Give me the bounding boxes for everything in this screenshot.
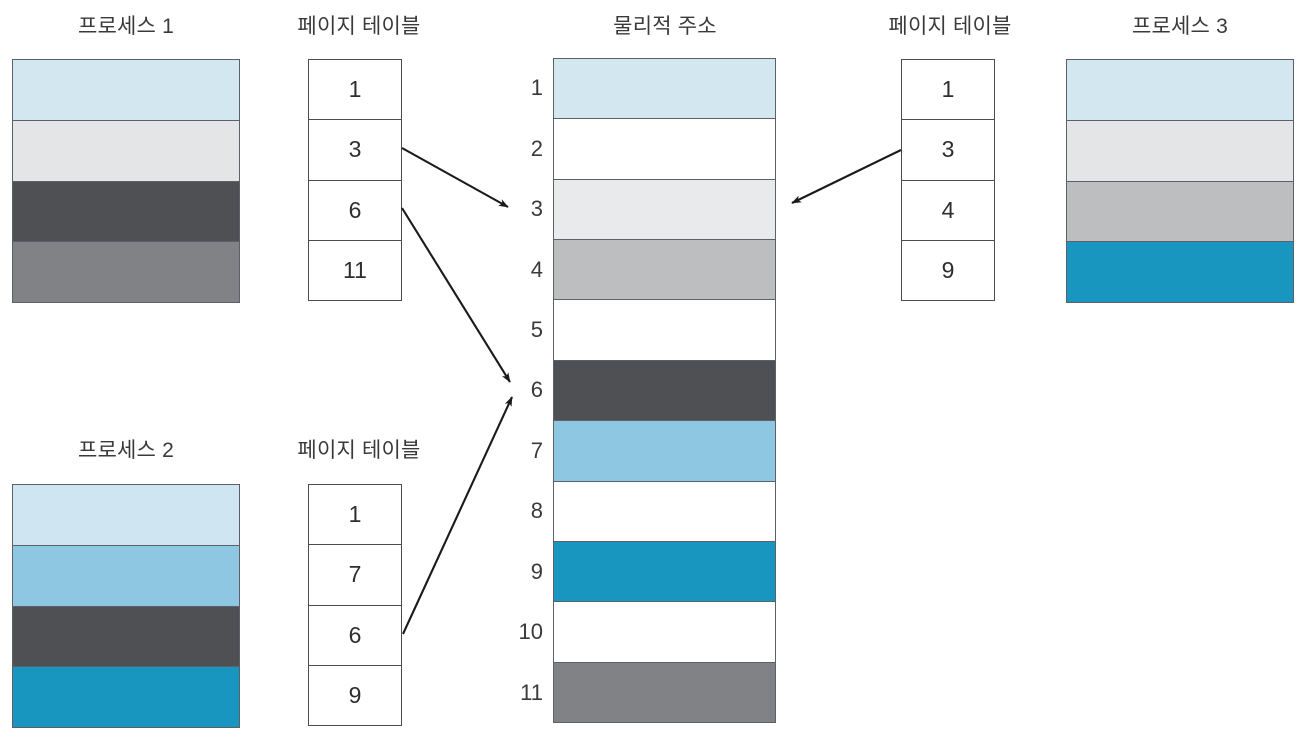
page-table-1-entry-2[interactable]: 6 [309, 180, 401, 241]
physical-frame-2 [554, 119, 775, 180]
page-table-3-entry-2[interactable]: 4 [902, 180, 994, 241]
physical-frame-7 [554, 421, 775, 482]
physical-memory-index-labels: 1 2 3 4 5 6 7 8 9 10 11 [505, 58, 547, 723]
page-table-3-entry-3[interactable]: 9 [902, 240, 994, 300]
arrow-pt3-entry3-to-frame3 [791, 149, 902, 204]
process-1-title: 프로세스 1 [78, 15, 174, 38]
process-1-band-4 [13, 242, 239, 302]
frame-index-4: 4 [530, 256, 543, 282]
process-2-band-2 [13, 545, 239, 607]
process-2-title: 프로세스 2 [78, 439, 174, 462]
page-table-2-entry-1[interactable]: 7 [309, 545, 401, 606]
frame-index-7: 7 [530, 437, 543, 463]
process-1-band-1 [13, 60, 239, 121]
page-table-1-entry-0[interactable]: 1 [309, 60, 401, 121]
physical-frame-11 [554, 662, 775, 722]
physical-frame-9 [554, 541, 775, 603]
process-3-band-2 [1067, 120, 1293, 182]
process-2-memory-block [12, 484, 240, 728]
physical-frame-1 [554, 59, 775, 120]
physical-frame-8 [554, 481, 775, 542]
physical-memory-block [553, 58, 776, 723]
arrow-pt1-entry6-to-frame6 [401, 207, 511, 383]
frame-index-3: 3 [530, 196, 543, 222]
process-3-band-3 [1067, 181, 1293, 243]
process-3-memory-block [1066, 59, 1294, 303]
process-1-band-3 [13, 181, 239, 243]
process-1-band-2 [13, 120, 239, 182]
frame-index-2: 2 [530, 135, 543, 161]
page-table-2-entry-2[interactable]: 6 [309, 605, 401, 666]
physical-frame-5 [554, 300, 775, 361]
page-table-2-title: 페이지 테이블 [297, 439, 421, 462]
arrow-pt1-entry3-to-frame3 [401, 147, 509, 208]
page-table-1-entry-1[interactable]: 3 [309, 120, 401, 181]
frame-index-10: 10 [518, 619, 543, 645]
frame-index-8: 8 [530, 498, 543, 524]
page-table-3-entry-0[interactable]: 1 [902, 60, 994, 121]
page-table-2: 1 7 6 9 [308, 484, 402, 726]
frame-index-11: 11 [520, 679, 543, 705]
process-2-band-4 [13, 667, 239, 727]
process-2-band-3 [13, 606, 239, 668]
frame-index-6: 6 [530, 377, 543, 403]
process-3-band-1 [1067, 60, 1293, 121]
process-3-title: 프로세스 3 [1132, 15, 1228, 38]
physical-frame-10 [554, 602, 775, 663]
page-table-3-title: 페이지 테이블 [888, 15, 1012, 38]
physical-frame-4 [554, 240, 775, 301]
page-table-2-entry-0[interactable]: 1 [309, 485, 401, 546]
page-table-3-entry-1[interactable]: 3 [902, 120, 994, 181]
process-1-memory-block [12, 59, 240, 303]
page-table-1: 1 3 6 11 [308, 59, 402, 301]
page-table-1-title: 페이지 테이블 [297, 15, 421, 38]
physical-frame-6 [554, 360, 775, 422]
frame-index-9: 9 [530, 558, 543, 584]
frame-index-1: 1 [530, 75, 543, 101]
arrow-pt2-entry6-to-frame6 [402, 396, 513, 635]
page-table-3: 1 3 4 9 [901, 59, 995, 301]
page-table-1-entry-3[interactable]: 11 [309, 240, 401, 300]
physical-frame-3 [554, 179, 775, 241]
physical-memory-title: 물리적 주소 [613, 15, 717, 38]
process-2-band-1 [13, 485, 239, 546]
process-3-band-4 [1067, 242, 1293, 302]
frame-index-5: 5 [530, 317, 543, 343]
page-table-2-entry-3[interactable]: 9 [309, 665, 401, 725]
